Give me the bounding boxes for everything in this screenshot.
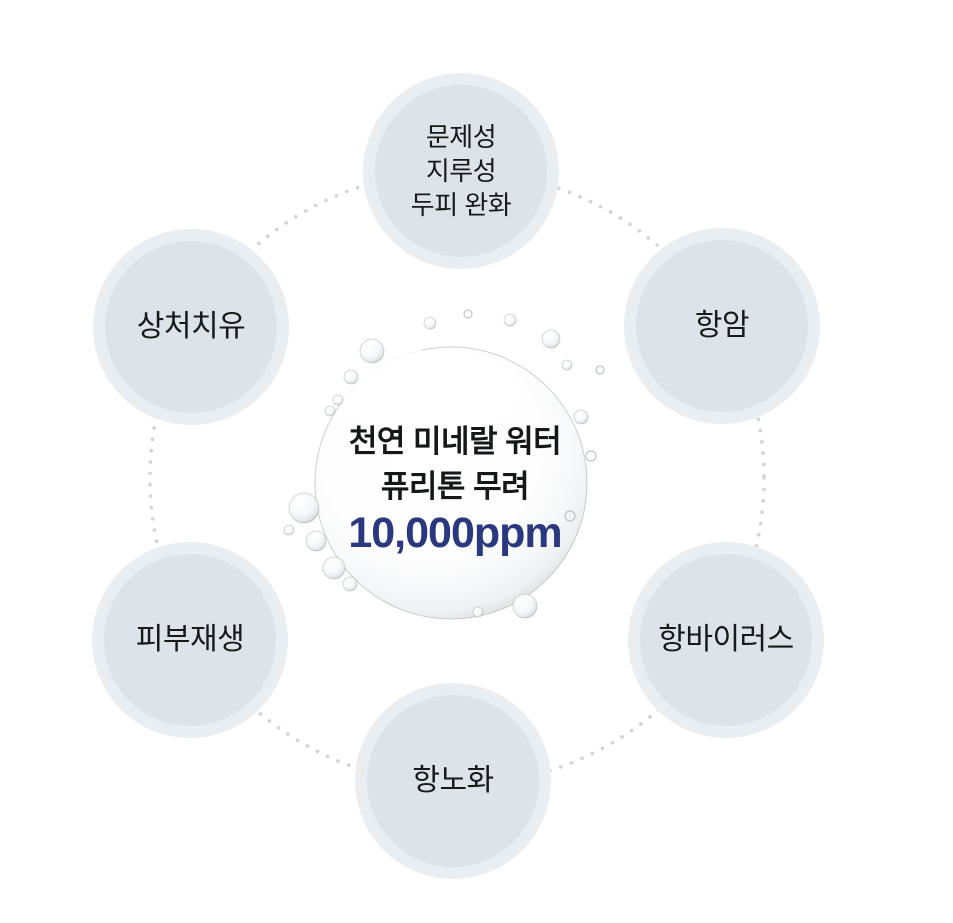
node-label: 피부재생 [135, 622, 245, 656]
benefit-node-anti-aging: 항노화 [355, 683, 551, 879]
benefit-node-anti-virus: 항바이러스 [628, 542, 824, 738]
node-label: 상처치유 [136, 309, 246, 343]
node-label: 문제성 지루성 두피 완화 [410, 122, 512, 220]
node-circle: 항암 [636, 240, 808, 412]
node-circle: 항바이러스 [640, 554, 812, 726]
benefit-node-anti-cancer: 항암 [624, 228, 820, 424]
benefit-node-wound-healing: 상처치유 [93, 229, 289, 425]
node-circle: 문제성 지루성 두피 완화 [375, 85, 547, 257]
benefit-node-skin-regeneration: 피부재생 [92, 542, 288, 738]
node-circle: 피부재생 [104, 554, 276, 726]
node-circle: 상처치유 [105, 241, 277, 413]
node-label: 항바이러스 [658, 622, 794, 656]
center-text-block: 천연 미네랄 워터 퓨리톤 무려 10,000ppm [280, 419, 630, 558]
node-label: 항암 [694, 308, 750, 342]
node-label: 항노화 [412, 763, 494, 797]
center-title-line2: 퓨리톤 무려 [380, 469, 530, 504]
node-circle: 항노화 [367, 695, 539, 867]
center-ppm-value: 10,000ppm [348, 509, 562, 557]
benefit-node-scalp-relief: 문제성 지루성 두피 완화 [363, 73, 559, 269]
center-title-line1: 천연 미네랄 워터 [348, 424, 562, 459]
